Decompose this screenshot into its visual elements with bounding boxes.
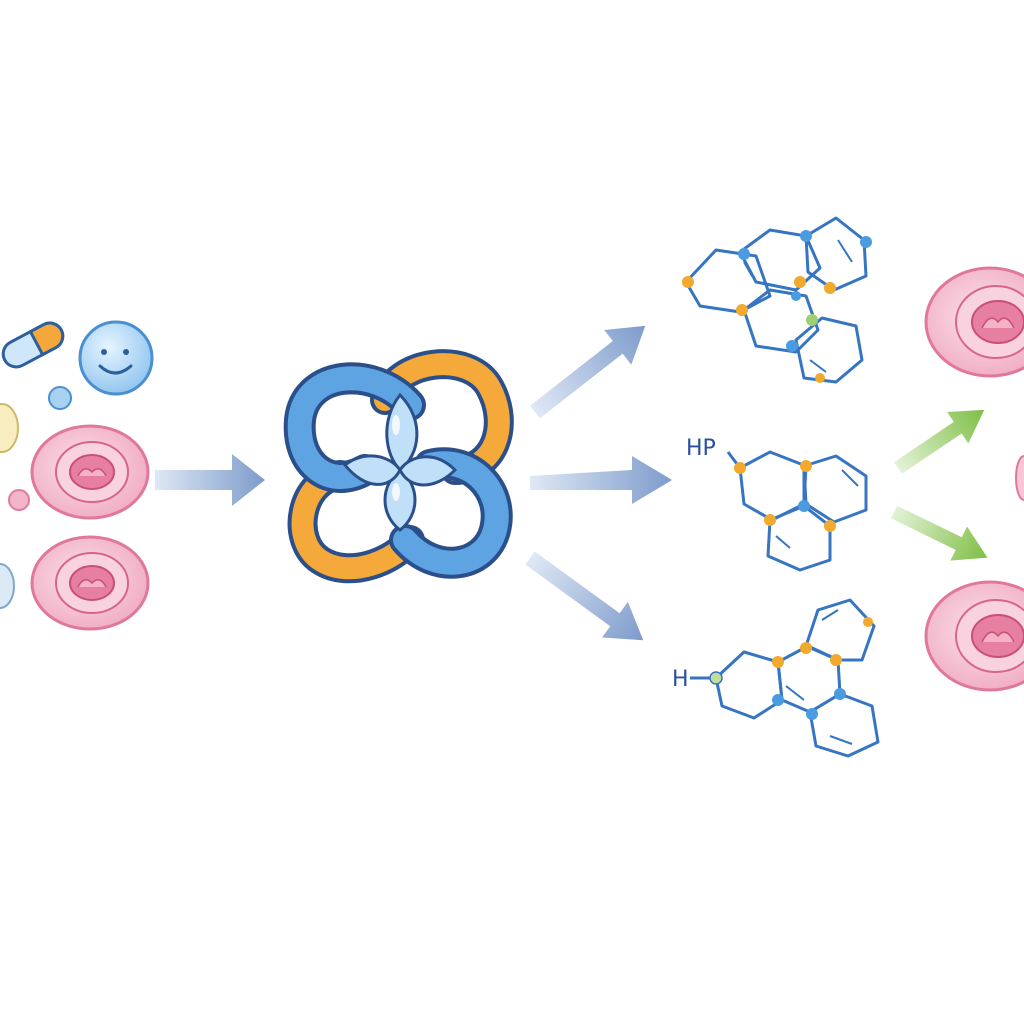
arrow-center-to-top [530,325,646,419]
small-bubble [48,386,72,410]
left-cell-group [0,320,154,631]
pink-cell-icon [924,266,1024,378]
molecule-middle-label: HP [686,436,716,461]
smiley-bubble-icon [78,320,154,396]
arrow-center-to-bottom [525,551,644,641]
arrow-left-to-center [155,454,265,506]
small-bubble [8,489,30,511]
arrow-to-right-bottom [890,505,988,561]
capsule-icon [1,321,65,369]
molecule-bottom-label: H [672,667,689,692]
right-cell-group [924,266,1024,692]
pink-cell-icon [924,580,1024,692]
partial-cell-icon [0,403,19,453]
molecule-bottom: H [672,598,880,758]
interlocked-rings-icon [283,349,514,584]
molecule-middle: HP [686,436,868,572]
arrow-center-to-middle [530,456,672,504]
partial-cell-icon [0,563,15,609]
partial-cell-icon [1015,455,1024,501]
arrow-to-right-top [894,409,985,474]
molecule-top [682,216,872,384]
pink-cell-icon [30,535,150,631]
pink-cell-icon [30,424,150,520]
